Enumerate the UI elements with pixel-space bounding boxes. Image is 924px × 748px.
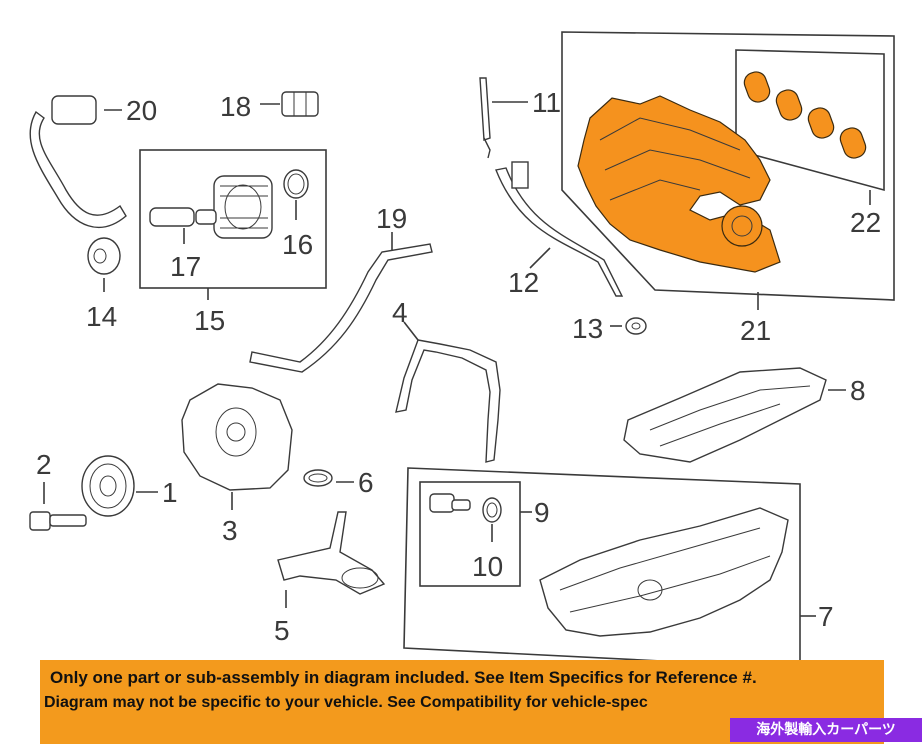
callout-line-12 xyxy=(529,247,551,269)
callout-6: 6 xyxy=(358,467,374,498)
callout-22: 22 xyxy=(850,207,881,238)
bushing-14 xyxy=(87,237,121,275)
callout-4: 4 xyxy=(392,297,408,328)
drain-plug-gasket xyxy=(482,497,502,523)
callout-12: 12 xyxy=(508,267,539,298)
drain-plug-group-outline xyxy=(419,481,521,587)
oil-cooler xyxy=(213,175,273,239)
pulley-1 xyxy=(81,455,135,517)
cover-gasket-4 xyxy=(395,339,501,463)
gasket-group-outline xyxy=(735,49,885,192)
shop-badge: 海外製輸入カーパーツ xyxy=(730,718,922,742)
windage-tray-8 xyxy=(623,367,827,463)
seal-13 xyxy=(625,317,647,335)
callout-8: 8 xyxy=(850,375,866,406)
hose-20 xyxy=(29,95,127,228)
callout-7: 7 xyxy=(818,601,834,632)
callout-14: 14 xyxy=(86,301,117,332)
callout-20: 20 xyxy=(126,95,157,126)
intake-manifold xyxy=(577,95,781,273)
callout-9: 9 xyxy=(534,497,550,528)
o-ring-6 xyxy=(303,469,333,487)
oil-pump-3 xyxy=(181,383,293,491)
callout-5: 5 xyxy=(274,615,290,646)
callout-13: 13 xyxy=(572,313,603,344)
callout-2: 2 xyxy=(36,449,52,480)
callout-16: 16 xyxy=(282,229,313,260)
fitting-17 xyxy=(149,207,217,227)
drain-plug xyxy=(429,493,471,513)
callout-21: 21 xyxy=(740,315,771,346)
oil-pan xyxy=(539,507,789,637)
dipstick-tube xyxy=(495,161,624,297)
callout-18: 18 xyxy=(220,91,251,122)
callout-1: 1 xyxy=(162,477,178,508)
sensor-18 xyxy=(281,91,319,117)
oil-pickup-5 xyxy=(277,511,386,595)
disclaimer-line-2: Diagram may not be specific to your vehi… xyxy=(44,694,648,711)
bolt-2 xyxy=(29,511,87,531)
oil-cooler-group-outline xyxy=(139,149,327,289)
callout-11: 11 xyxy=(532,87,561,118)
callout-17: 17 xyxy=(170,251,201,282)
intake-manifold-group-outline xyxy=(561,31,895,301)
disclaimer-line-1: Only one part or sub-assembly in diagram… xyxy=(50,668,757,687)
callout-3: 3 xyxy=(222,515,238,546)
callout-line-4 xyxy=(403,321,419,341)
dipstick xyxy=(479,77,491,159)
intake-gaskets xyxy=(743,71,867,159)
callout-19: 19 xyxy=(376,203,407,234)
callout-15: 15 xyxy=(194,305,225,336)
tube-19 xyxy=(249,243,433,373)
callout-10: 10 xyxy=(472,551,503,582)
